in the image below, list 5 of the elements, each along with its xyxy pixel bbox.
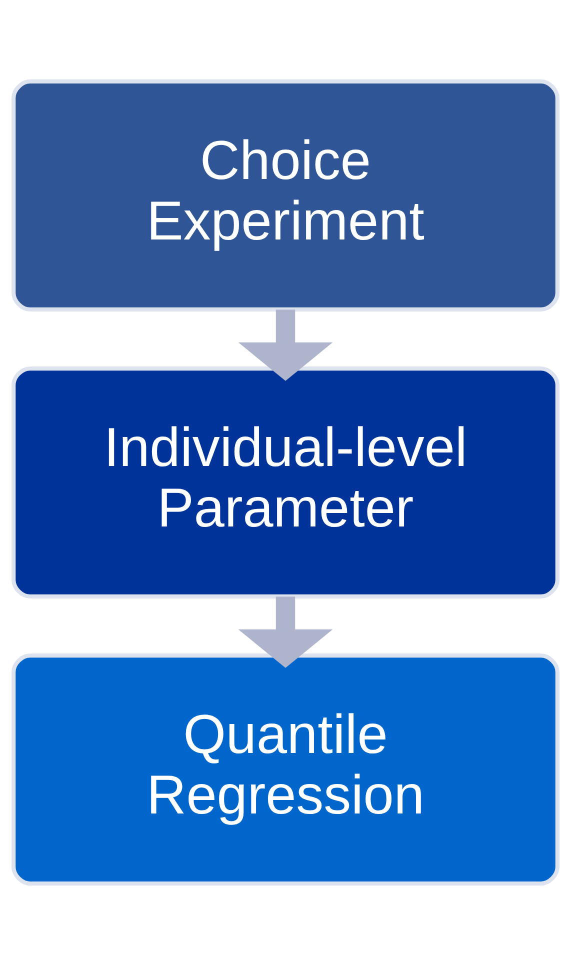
node-box: Choice Experiment	[12, 78, 560, 312]
node-box: Quantile Regression	[12, 652, 560, 886]
arrow	[238, 596, 333, 668]
arrow	[238, 309, 333, 380]
node-box: Individual-level Parameter	[12, 366, 560, 598]
